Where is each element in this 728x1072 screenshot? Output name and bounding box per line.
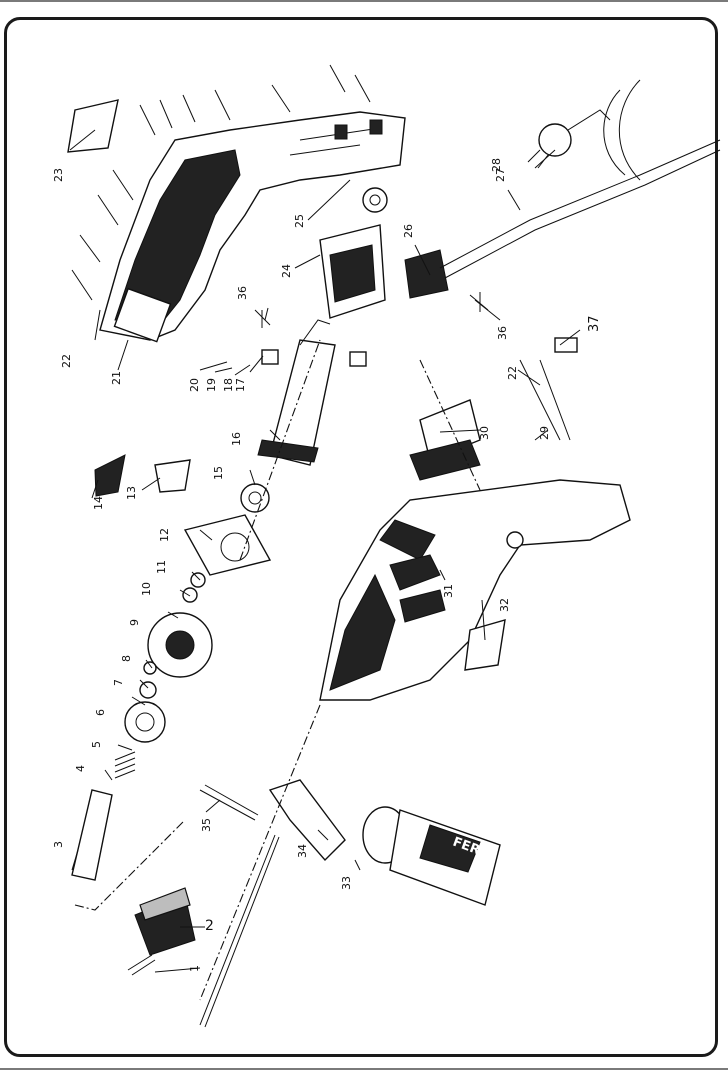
label-9: 9	[128, 619, 141, 626]
chuck-top	[139, 887, 191, 921]
handle-clamp	[268, 779, 346, 862]
label-5: 5	[90, 741, 103, 748]
bearing-25-inner	[369, 194, 381, 206]
bottom-rule	[0, 1068, 728, 1070]
label-16: 16	[230, 432, 243, 446]
chuck-screw	[127, 954, 156, 976]
bearing-6-inner	[135, 712, 155, 732]
axis-line-1	[199, 704, 321, 1001]
clip-36-a	[254, 309, 271, 328]
cable-loop	[603, 79, 641, 181]
bearing-25	[362, 187, 388, 213]
label-28: 28	[490, 158, 503, 172]
label-17: 17	[234, 378, 247, 392]
housing-half	[99, 111, 406, 343]
label-33: 33	[340, 876, 353, 890]
label-35: 35	[200, 818, 213, 832]
part-11	[190, 572, 206, 588]
label-3: 3	[52, 841, 65, 848]
label-8: 8	[120, 655, 133, 662]
brush-holder	[349, 351, 367, 367]
label-15: 15	[212, 466, 225, 480]
part-10	[182, 587, 198, 603]
page-frame	[4, 17, 718, 1057]
spindle	[71, 789, 113, 881]
side-handle	[362, 806, 501, 906]
clip-36-b	[469, 292, 489, 312]
label-14: 14	[92, 496, 105, 510]
spring	[114, 751, 136, 779]
gear-plate-hole	[220, 532, 250, 562]
gear-plate	[183, 514, 272, 576]
label-24: 24	[280, 264, 293, 278]
label-22-b: 22	[506, 366, 519, 380]
label-1: 1	[188, 965, 201, 972]
label-18: 18	[222, 378, 235, 392]
cable-guard	[404, 249, 449, 299]
label-19: 19	[205, 378, 218, 392]
terminal-wires	[519, 359, 571, 441]
part-7	[139, 681, 157, 699]
depth-rod	[199, 834, 280, 1028]
label-27: 27	[494, 168, 507, 182]
label-plate	[67, 99, 119, 153]
label-36-b: 36	[496, 326, 509, 340]
axis-line-2	[239, 339, 321, 561]
part-35	[199, 784, 259, 821]
diagram-artwork	[67, 64, 721, 1028]
mains-cable-2	[444, 149, 721, 279]
armature	[257, 319, 336, 466]
top-rule	[0, 0, 728, 2]
bearing-15	[240, 483, 270, 513]
label-2: 2	[205, 918, 214, 934]
axis-line-3	[419, 359, 481, 491]
mains-cable	[439, 139, 721, 269]
plug	[527, 109, 611, 169]
label-11: 11	[155, 560, 168, 574]
label-25: 25	[293, 214, 306, 228]
label-22: 22	[60, 354, 73, 368]
capacitor	[554, 337, 578, 353]
label-32: 32	[498, 598, 511, 612]
label-7: 7	[112, 679, 125, 686]
label-13: 13	[125, 486, 138, 500]
axis-line-4	[74, 819, 186, 911]
part-13	[154, 459, 191, 493]
label-6: 6	[94, 709, 107, 716]
bearing-6	[124, 701, 166, 743]
switch	[409, 399, 481, 481]
gear-hub	[165, 630, 195, 660]
label-32	[464, 619, 506, 671]
part-8	[143, 661, 157, 675]
housing-screws	[71, 64, 371, 301]
drill-body	[319, 479, 631, 701]
label-20: 20	[188, 378, 201, 392]
bearing-15-inner	[248, 491, 262, 505]
label-36: 36	[236, 286, 249, 300]
part-14	[94, 454, 126, 497]
label-4: 4	[74, 765, 87, 772]
label-26: 26	[402, 224, 415, 238]
brush-holder-17	[261, 349, 279, 365]
label-21: 21	[110, 371, 123, 385]
part-labels: 1 2 3 4 5 6 7 8 9 10 11 12 13 14 15 16 1…	[52, 158, 602, 972]
label-37: 37	[587, 315, 602, 332]
label-30: 30	[478, 426, 491, 440]
label-12: 12	[158, 528, 171, 542]
label-31: 31	[442, 584, 455, 598]
label-29: 29	[538, 426, 551, 440]
label-23: 23	[52, 168, 65, 182]
label-10: 10	[140, 582, 153, 596]
stator	[319, 224, 386, 319]
label-34: 34	[296, 844, 309, 858]
